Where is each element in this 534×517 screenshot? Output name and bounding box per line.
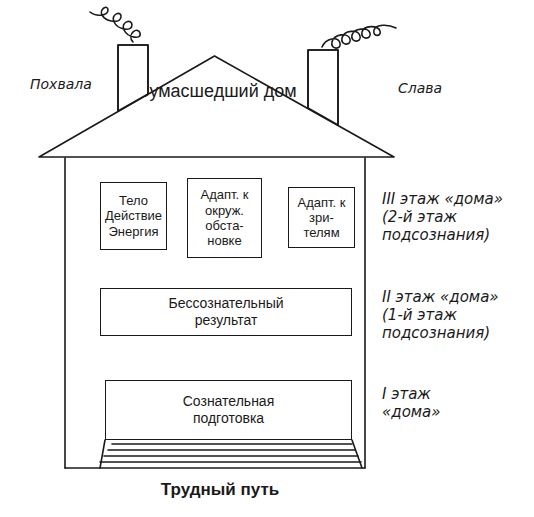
smoke-label: Слава: [398, 80, 468, 97]
node-label: Сознательная подготовка: [166, 393, 291, 426]
floor-label: II этаж «дома» (1-й этаж подсознания): [382, 288, 522, 342]
house-wall: [64, 158, 66, 468]
smoke-curl: [90, 7, 140, 42]
node-label: Тело Действие Энергия: [104, 193, 163, 239]
stair-side: [100, 440, 105, 468]
chimney: [118, 45, 148, 111]
floor-band: Сознательная подготовка: [105, 380, 352, 440]
stair-step: [112, 443, 352, 445]
chimney-outline: [118, 45, 148, 111]
process-box: Адапт. к окруж. обста- новке: [187, 178, 262, 258]
roof-outline: [38, 55, 395, 158]
house-wall: [364, 158, 366, 468]
node-label: Адапт. к зри- телям: [295, 195, 348, 241]
chimney-outline: [308, 50, 338, 125]
floor-band: Бессознательный результат: [100, 288, 352, 336]
process-box: Адапт. к зри- телям: [288, 187, 355, 248]
smoke-label: Похвала: [30, 76, 110, 93]
stair-step: [108, 449, 355, 451]
smoke-curl: [322, 25, 396, 48]
stair-side: [352, 440, 362, 468]
floor-label: III этаж «дома» (2-й этаж подсознания): [382, 190, 522, 244]
ground-line: [65, 467, 365, 469]
path-caption: Трудный путь: [140, 480, 300, 500]
stair-step: [100, 461, 361, 463]
chimney: [308, 50, 338, 125]
process-box: Тело Действие Энергия: [100, 182, 167, 250]
node-label: Адапт. к окруж. обста- новке: [197, 187, 252, 248]
roof-shape: [39, 56, 394, 157]
floor-label: I этаж «дома»: [382, 385, 462, 421]
node-label: Сумасшедший дом: [132, 81, 302, 102]
node-label: Бессознательный результат: [161, 295, 291, 328]
stair-step: [104, 455, 358, 457]
roof-triangle: Сумасшедший дом: [38, 55, 395, 158]
